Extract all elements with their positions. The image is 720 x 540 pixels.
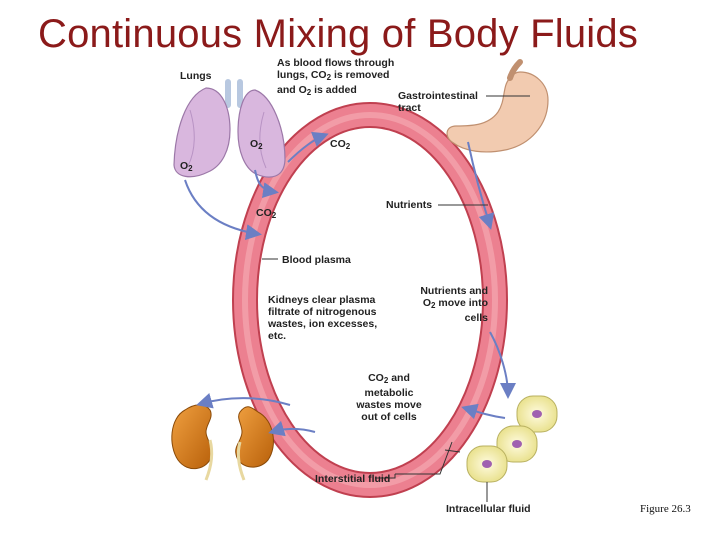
figure-caption: Figure 26.3 [640, 503, 691, 515]
kidneys-illustration [171, 404, 274, 481]
flow-arrows [184, 131, 516, 437]
co2-wastes-label: CO2 and metabolic wastes move out of cel… [356, 372, 422, 423]
intracellular-fluid-label: Intracellular fluid [446, 503, 531, 515]
nutrients-label: Nutrients [386, 199, 433, 211]
gi-tract-label: Gastrointestinal tract [398, 90, 478, 114]
kidneys-note: Kidneys clear plasma filtrate of nitroge… [268, 294, 378, 342]
cells-illustration [466, 395, 558, 483]
blood-ring [232, 102, 508, 498]
interstitial-fluid-label: Interstitial fluid [315, 473, 391, 485]
lungs-label: Lungs [180, 70, 212, 82]
blood-flow-note: As blood flows through lungs, CO2 is rem… [277, 57, 395, 97]
nutrients-o2-label: Nutrients and O2 move into cells [420, 285, 488, 324]
leader-lines [262, 95, 530, 502]
co2-left-label: CO2 [256, 207, 277, 220]
blood-plasma-label: Blood plasma [282, 254, 351, 266]
o2-lung-label: O2 [250, 138, 263, 151]
o2-left-label: O2 [180, 160, 193, 173]
page-title: Continuous Mixing of Body Fluids [38, 12, 639, 56]
gi-tract-illustration [446, 59, 549, 153]
co2-ring-label: CO2 [330, 138, 351, 151]
lungs-illustration [173, 79, 286, 178]
